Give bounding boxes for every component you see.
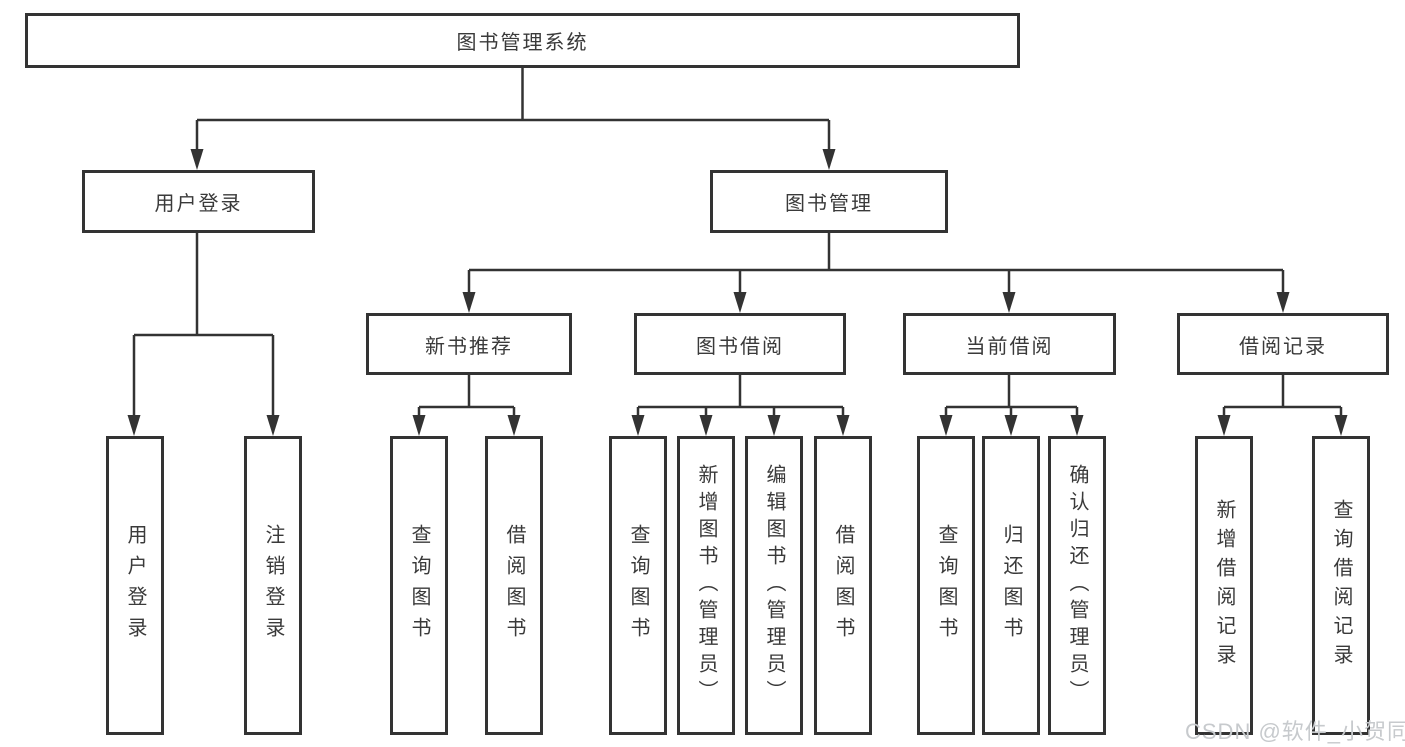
arrowheads-level3 [462, 292, 1290, 313]
arrowheads-book-borrow-leaves [631, 415, 850, 436]
node-new-book-recommendation: 新书推荐 [366, 313, 572, 375]
node-label: 新增借阅记录 [1213, 498, 1235, 673]
leaf-borrow-books-recommend: 借阅图书 [485, 436, 543, 735]
node-current-borrowing: 当前借阅 [903, 313, 1116, 375]
node-label: 归还图书 [1000, 523, 1022, 648]
node-book-management: 图书管理 [710, 170, 948, 233]
arrowheads-level2 [190, 149, 836, 170]
node-label: 用户登录 [154, 193, 243, 215]
node-label: 查询借阅记录 [1330, 498, 1352, 673]
node-library-system-root: 图书管理系统 [25, 13, 1020, 68]
connector-book-borrow-to-leaves [636, 375, 845, 420]
node-label: 图书管理 [785, 193, 873, 215]
arrowheads-new-book-rec-leaves [412, 415, 521, 436]
leaf-query-borrow-record: 查询借阅记录 [1312, 436, 1370, 735]
node-label: 当前借阅 [965, 335, 1054, 358]
csdn-watermark: CSDN @软件_小贺同学 [1185, 719, 1405, 744]
node-label: 借阅记录 [1239, 335, 1327, 358]
node-borrowing-records: 借阅记录 [1177, 313, 1389, 375]
connector-book-mgmt-to-level3 [467, 233, 1285, 297]
node-label: 查询图书 [408, 523, 430, 648]
leaf-add-books-admin: 新增图书（管理员） [677, 436, 735, 735]
leaf-logout: 注销登录 [244, 436, 302, 735]
leaf-return-books: 归还图书 [982, 436, 1040, 735]
node-label: 图书借阅 [696, 335, 784, 358]
arrowheads-borrow-records-leaves [1217, 415, 1348, 436]
leaf-add-borrow-record: 新增借阅记录 [1195, 436, 1253, 735]
node-label: 新书推荐 [425, 335, 513, 358]
node-label: 编辑图书（管理员） [763, 464, 785, 707]
leaf-query-books-current: 查询图书 [917, 436, 975, 735]
leaf-user-login: 用户登录 [106, 436, 164, 735]
node-label: 新增图书（管理员） [695, 464, 717, 707]
connector-borrow-records-to-leaves [1222, 375, 1343, 420]
connector-root-to-level2 [195, 68, 831, 152]
node-label: 图书管理系统 [456, 32, 589, 54]
connector-user-login-to-leaves [132, 233, 275, 420]
node-user-login-group: 用户登录 [82, 170, 315, 233]
node-book-borrowing: 图书借阅 [634, 313, 846, 375]
leaf-edit-books-admin: 编辑图书（管理员） [745, 436, 803, 735]
leaf-borrow-books: 借阅图书 [814, 436, 872, 735]
node-label: 借阅图书 [503, 523, 525, 648]
node-label: 注销登录 [262, 523, 284, 648]
node-label: 确认归还（管理员） [1066, 464, 1088, 707]
node-label: 借阅图书 [832, 523, 854, 648]
leaf-confirm-return-admin: 确认归还（管理员） [1048, 436, 1106, 735]
node-label: 查询图书 [627, 523, 649, 648]
leaf-query-books-recommend: 查询图书 [390, 436, 448, 735]
connector-new-book-rec-to-leaves [417, 375, 516, 420]
arrowheads-current-borrow-leaves [939, 415, 1084, 436]
node-label: 用户登录 [124, 523, 146, 648]
connector-current-borrow-to-leaves [944, 375, 1079, 420]
node-label: 查询图书 [935, 523, 957, 648]
arrowheads-user-login-leaves [127, 415, 280, 436]
leaf-query-books-borrow: 查询图书 [609, 436, 667, 735]
